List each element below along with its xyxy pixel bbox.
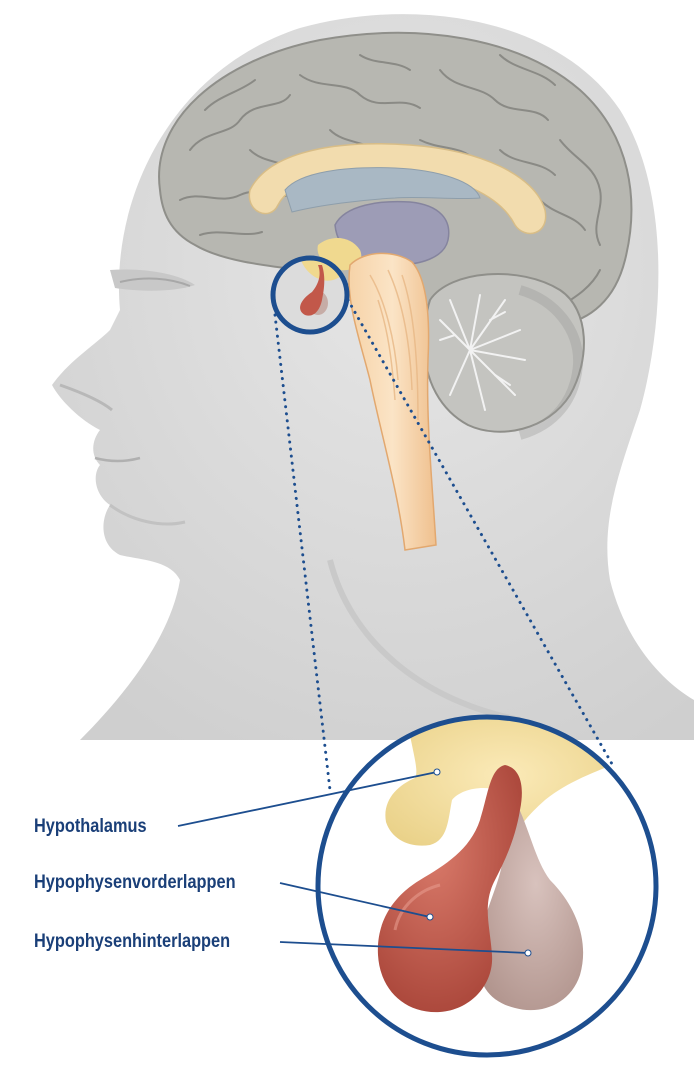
leader-posterior-lobe	[279, 941, 529, 954]
pointer-dot-posterior-lobe	[524, 949, 532, 957]
lateral-ventricle	[284, 167, 481, 213]
zoom-circle	[315, 714, 659, 1058]
neck-shading	[327, 559, 521, 723]
label-hypothalamus: Hypothalamus	[34, 816, 147, 837]
label-anterior-pituitary: Hypophysenvorderlappen	[34, 872, 236, 893]
mouth-line	[94, 456, 141, 463]
leader-hypothalamus	[177, 771, 438, 827]
zoomed-pituitary	[318, 717, 656, 1055]
eye-shading	[110, 269, 195, 291]
brainstem-fibers	[369, 269, 419, 421]
pointer-dot-anterior-lobe	[426, 913, 434, 921]
brainstem	[348, 252, 437, 551]
chin-shading	[109, 503, 186, 526]
cerebellum	[423, 273, 585, 440]
pituitary-highlight-circle	[270, 255, 350, 335]
eye-line	[119, 277, 191, 287]
nose-shading	[59, 383, 113, 412]
leader-anterior-lobe	[279, 882, 431, 918]
pointer-dot-hypothalamus	[433, 768, 441, 776]
corpus-callosum	[248, 143, 547, 235]
zoom-connector-left	[273, 313, 332, 792]
label-posterior-pituitary: Hypophysenhinterlappen	[34, 931, 231, 952]
